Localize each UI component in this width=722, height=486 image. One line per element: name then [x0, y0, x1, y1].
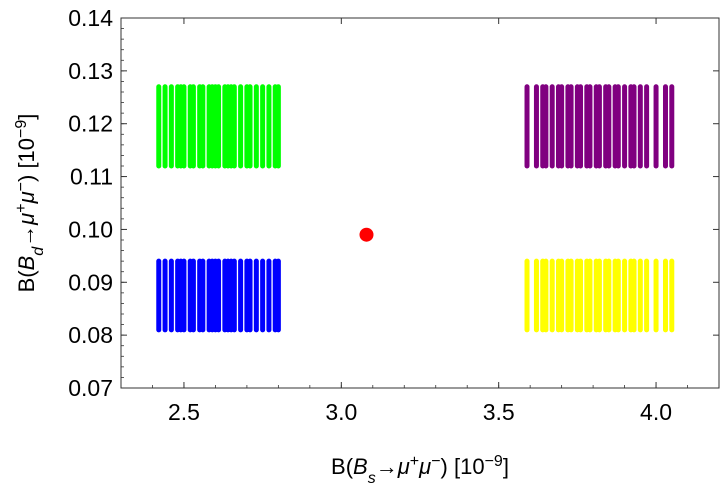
series-0	[156, 84, 281, 169]
y-tick-label: 0.11	[70, 164, 113, 190]
series-1	[156, 258, 281, 333]
series-2	[524, 84, 675, 169]
y-tick-label: 0.07	[68, 375, 113, 401]
series-4	[359, 227, 374, 242]
y-axis-ticks: 0.07 0.08 0.09 0.10 0.11 0.12 0.13 0.14	[68, 5, 719, 401]
y-tick-label: 0.10	[68, 216, 113, 242]
chart-marks	[156, 84, 675, 333]
data-point	[359, 227, 374, 242]
x-tick-label: 2.5	[168, 399, 200, 425]
x-tick-label: 4.0	[640, 399, 672, 425]
x-tick-label: 3.5	[483, 399, 515, 425]
x-axis-ticks: 2.5 3.0 3.5 4.0	[120, 18, 720, 425]
x-tick-label: 3.0	[325, 399, 357, 425]
plot-frame	[120, 17, 720, 389]
series-3	[524, 258, 675, 333]
y-tick-label: 0.12	[68, 111, 113, 137]
y-axis-label: B(Bd→μ+μ−) [10−9]	[13, 114, 47, 293]
y-tick-label: 0.08	[68, 322, 113, 348]
y-tick-label: 0.09	[68, 269, 113, 295]
y-tick-label: 0.14	[68, 5, 113, 31]
y-tick-label: 0.13	[68, 58, 113, 84]
x-axis-label: B(Bs→μ+μ−) [10−9]	[331, 453, 509, 486]
